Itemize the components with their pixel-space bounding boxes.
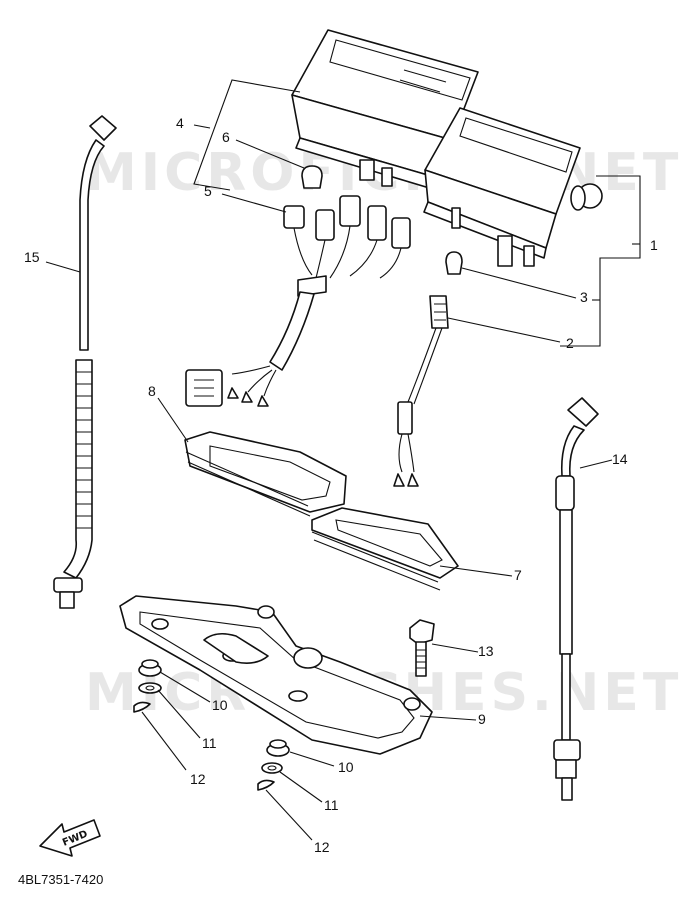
callout-10-right: 10 (338, 759, 354, 775)
callout-14: 14 (612, 451, 628, 467)
socket-cord-2 (393, 295, 449, 487)
gasket-8 (184, 431, 347, 517)
callout-1: 1 (650, 237, 658, 253)
callout-11-left: 11 (202, 735, 217, 751)
callout-15: 15 (24, 249, 40, 265)
callout-12-left: 12 (190, 771, 206, 787)
gasket-7 (311, 507, 459, 591)
nut-12-left (133, 701, 151, 713)
bracket-9 (119, 595, 433, 755)
bulb-3 (445, 251, 463, 275)
callout-11-right: 11 (324, 797, 339, 813)
bulb-6 (301, 165, 323, 189)
callout-13: 13 (478, 643, 494, 659)
bolt-13 (409, 619, 435, 677)
nut-12-right (257, 779, 275, 791)
grommet-10-left (138, 659, 162, 677)
callout-8: 8 (148, 383, 156, 399)
leader-lines (45, 79, 641, 841)
speedometer-cable-15 (53, 115, 117, 609)
callout-2: 2 (566, 335, 574, 351)
callout-4: 4 (176, 115, 184, 131)
callout-9: 9 (478, 711, 486, 727)
callout-3: 3 (580, 289, 588, 305)
tachometer-meter (423, 107, 603, 267)
callout-5: 5 (204, 183, 212, 199)
callout-12-right: 12 (314, 839, 330, 855)
fwd-arrow-icon: FWD (39, 819, 101, 857)
diagram-code: 4BL7351-7420 (18, 872, 103, 887)
grommet-10-right (266, 739, 290, 757)
callout-7: 7 (514, 567, 522, 583)
callout-10-left: 10 (212, 697, 228, 713)
socket-cord-5 (185, 195, 411, 407)
callout-6: 6 (222, 129, 230, 145)
tachometer-cable-14 (553, 397, 599, 801)
collar-11-left (138, 682, 162, 694)
collar-11-right (261, 762, 283, 774)
